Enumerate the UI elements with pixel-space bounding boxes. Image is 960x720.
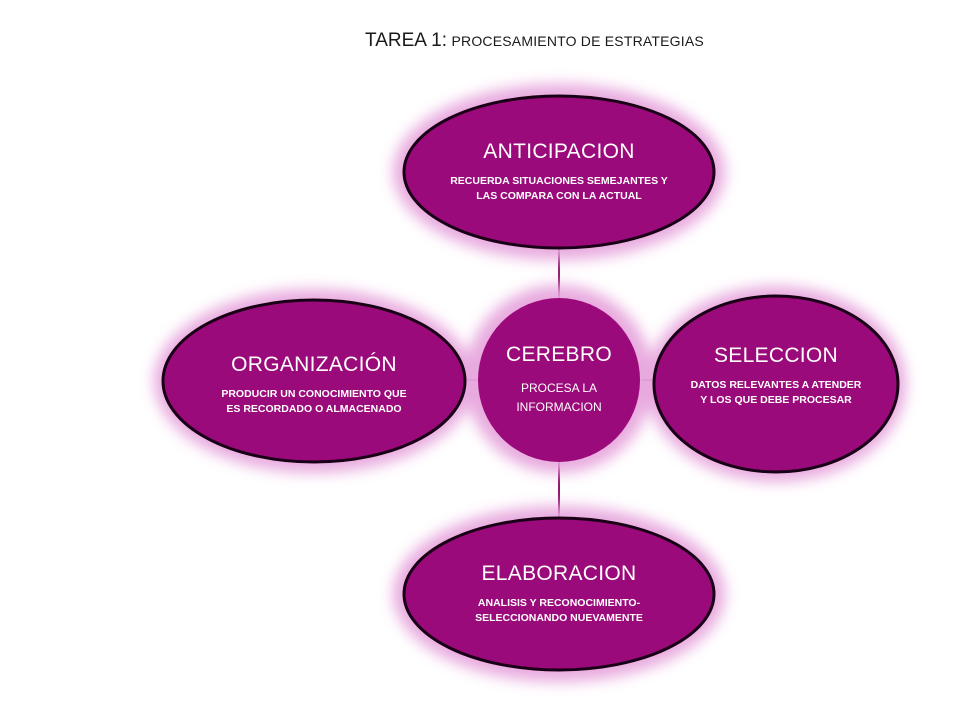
- center-node: CEREBRO PROCESA LA INFORMACION: [484, 318, 634, 442]
- center-heading: CEREBRO: [506, 343, 612, 366]
- seleccion-node: SELECCION DATOS RELEVANTES A ATENDER Y L…: [684, 314, 868, 438]
- anticipacion-desc: RECUERDA SITUACIONES SEMEJANTES Y LAS CO…: [450, 175, 668, 202]
- organizacion-node-shape: [161, 298, 467, 464]
- elaboracion-desc: ANALISIS Y RECONOCIMIENTO- SELECCIONANDO…: [475, 597, 643, 624]
- elaboracion-heading: ELABORACION: [481, 562, 637, 585]
- title-main: TAREA 1:: [365, 30, 448, 51]
- organizacion-desc: PRODUCIR UN CONOCIMIENTO QUE ES RECORDAD…: [221, 388, 407, 415]
- anticipacion-node-shape: [402, 94, 716, 250]
- anticipacion-node: ANTICIPACION RECUERDA SITUACIONES SEMEJA…: [440, 112, 678, 232]
- elaboracion-node-shape: [402, 516, 716, 672]
- anticipacion-heading: ANTICIPACION: [483, 140, 635, 163]
- organizacion-node: ORGANIZACIÓN PRODUCIR UN CONOCIMIENTO QU…: [198, 330, 430, 440]
- title-sub: PROCESAMIENTO DE ESTRATEGIAS: [451, 33, 704, 49]
- center-node-shape: [478, 298, 640, 462]
- elaboracion-node: ELABORACION ANALISIS Y RECONOCIMIENTO- S…: [440, 552, 678, 636]
- center-desc: PROCESA LA INFORMACION: [516, 381, 602, 414]
- seleccion-node-shape: [652, 294, 900, 474]
- diagram-title: TAREA 1: PROCESAMIENTO DE ESTRATEGIAS: [365, 30, 704, 54]
- organizacion-heading: ORGANIZACIÓN: [231, 353, 397, 376]
- seleccion-heading: SELECCION: [713, 344, 839, 367]
- seleccion-desc: DATOS RELEVANTES A ATENDER Y LOS QUE DEB…: [690, 379, 862, 406]
